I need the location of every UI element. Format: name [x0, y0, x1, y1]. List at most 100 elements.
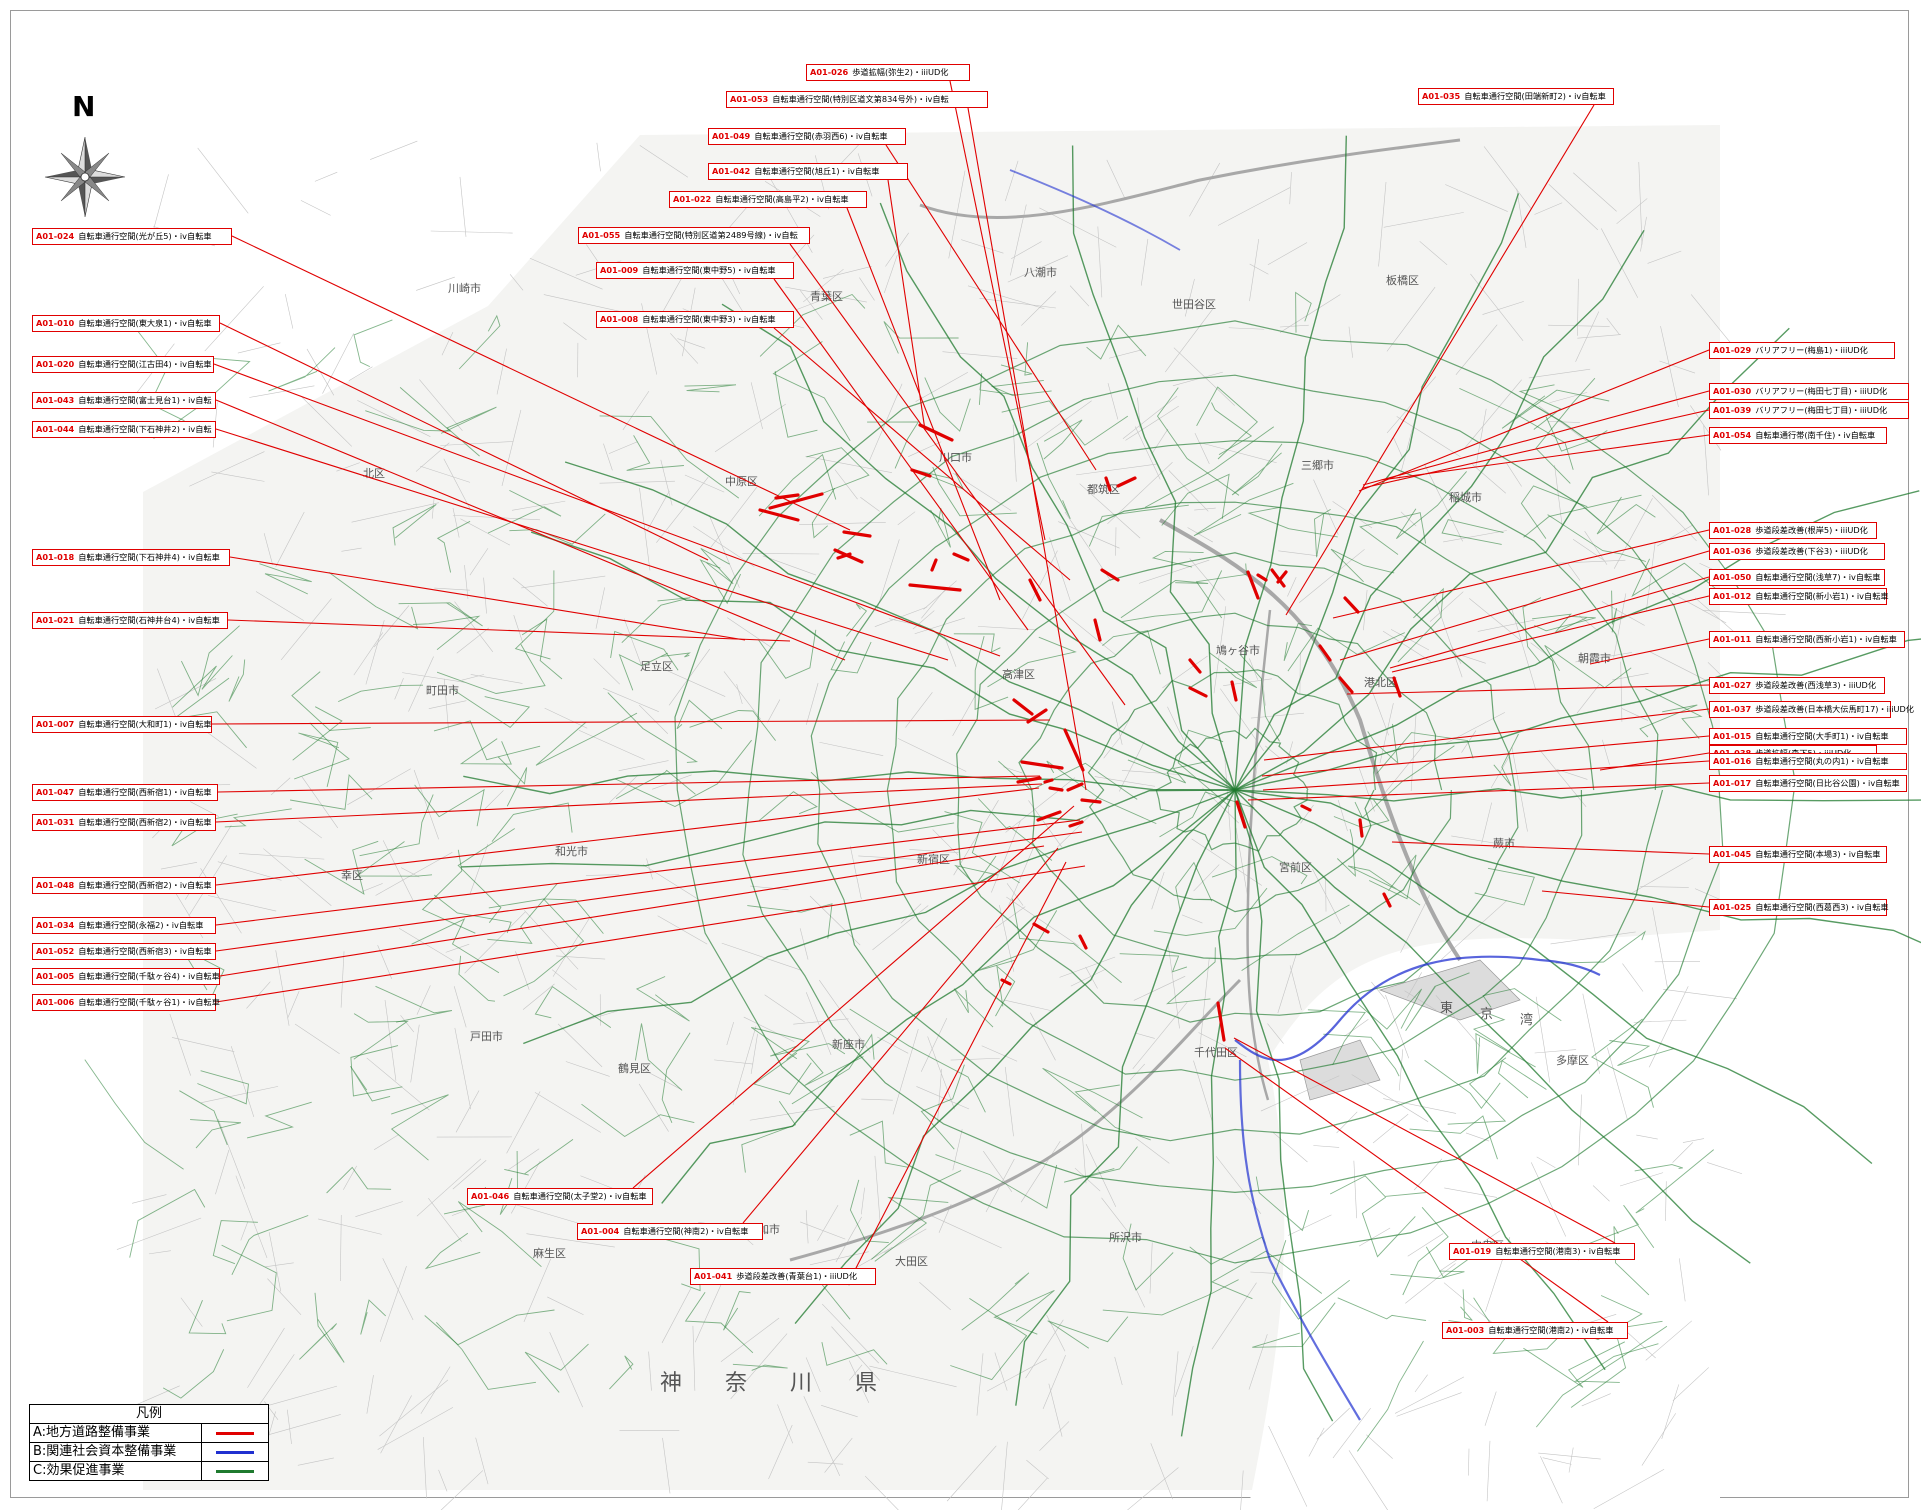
minor-street — [640, 1067, 681, 1090]
local-road — [1482, 988, 1562, 1022]
legend-symbol-b — [202, 1443, 268, 1461]
minor-street — [750, 885, 789, 891]
project-label-code: A01-017 — [1713, 778, 1752, 788]
local-road — [1402, 1207, 1449, 1296]
project-segment — [1270, 568, 1286, 588]
minor-street — [169, 1013, 191, 1076]
minor-street — [1538, 1452, 1601, 1460]
local-road — [359, 794, 434, 857]
minor-street — [1444, 1187, 1498, 1198]
local-road — [1523, 1341, 1626, 1388]
minor-street — [1140, 238, 1149, 286]
minor-street — [618, 760, 669, 772]
leader-line — [1247, 782, 1710, 801]
minor-street — [1217, 187, 1291, 226]
minor-street — [1535, 996, 1551, 1083]
minor-street — [1593, 1468, 1665, 1509]
project-segment — [952, 552, 970, 562]
minor-street — [608, 441, 638, 454]
minor-street — [211, 471, 265, 482]
project-label-code: A01-026 — [810, 67, 849, 77]
ring-road — [1155, 727, 1309, 852]
place-name: 所沢市 — [1109, 1230, 1142, 1244]
minor-street — [646, 490, 670, 532]
minor-street — [557, 1023, 603, 1068]
legend-label-c: C:効果促進事業 — [30, 1462, 202, 1480]
minor-street — [1647, 250, 1682, 264]
leader-line — [215, 819, 1081, 926]
project-label-code: A01-054 — [1713, 430, 1752, 440]
project-segment — [918, 423, 954, 442]
minor-street — [897, 511, 916, 526]
local-road — [1287, 627, 1405, 672]
project-segment — [1216, 1001, 1226, 1042]
minor-street — [1449, 643, 1462, 664]
local-road — [1166, 947, 1216, 1005]
local-road — [436, 644, 546, 694]
local-road — [944, 811, 1020, 884]
local-road — [995, 965, 1016, 1017]
local-road — [458, 314, 501, 370]
minor-street — [1353, 1160, 1357, 1219]
local-road — [487, 489, 562, 534]
project-segment — [1116, 476, 1137, 488]
place-name: 足立区 — [640, 659, 673, 673]
minor-street — [1469, 598, 1524, 643]
trunk-road — [1234, 638, 1921, 791]
local-road — [1088, 504, 1189, 547]
local-road — [1295, 291, 1312, 333]
project-label-text: 自転車通行空間(日比谷公園)・iv自転車 — [1755, 778, 1900, 788]
local-road — [914, 469, 965, 491]
minor-street — [1012, 424, 1017, 482]
local-road — [1208, 652, 1258, 689]
local-road — [291, 671, 371, 731]
local-road — [772, 341, 851, 442]
trunk-road — [1234, 327, 1790, 791]
local-road — [436, 520, 471, 573]
minor-street — [1581, 1393, 1611, 1407]
project-label-text: 自転車通行空間(赤羽西6)・iv自転車 — [754, 131, 888, 141]
project-label-code: A01-052 — [36, 946, 75, 956]
local-road — [1122, 1223, 1174, 1291]
minor-street — [1289, 172, 1292, 205]
local-road — [1252, 1302, 1336, 1348]
local-road — [1161, 473, 1230, 526]
local-road — [1555, 930, 1646, 964]
local-road — [487, 883, 558, 944]
minor-street — [469, 548, 489, 576]
minor-street — [1396, 1392, 1462, 1417]
local-road — [1247, 506, 1338, 538]
minor-street — [1118, 741, 1145, 792]
compass-rose-icon — [44, 136, 126, 218]
local-road — [457, 828, 515, 923]
local-road — [246, 1101, 312, 1139]
minor-street — [1641, 1413, 1676, 1466]
project-label-text: 自転車通行空間(新小岩1)・iv自転車 — [1755, 591, 1889, 601]
project-label-code: A01-047 — [36, 787, 75, 797]
minor-street — [1046, 1314, 1066, 1352]
leader-line — [1358, 349, 1710, 492]
minor-street — [380, 1395, 412, 1454]
local-road — [874, 1196, 949, 1262]
local-road — [752, 1052, 812, 1095]
leader-line — [773, 327, 1071, 581]
local-road — [433, 894, 512, 934]
minor-street — [994, 1352, 1008, 1391]
minor-street — [215, 1149, 230, 1195]
minor-street — [1193, 864, 1220, 892]
minor-street — [809, 895, 861, 946]
minor-street — [1058, 521, 1120, 549]
minor-street — [916, 1086, 970, 1110]
minor-street — [357, 400, 431, 437]
project-label-code: A01-004 — [581, 1226, 620, 1236]
local-road — [1195, 563, 1247, 619]
minor-street — [885, 232, 909, 267]
leader-line — [1589, 638, 1710, 665]
minor-street — [1484, 1391, 1497, 1426]
minor-street — [602, 687, 659, 712]
project-segment — [1230, 680, 1238, 702]
minor-street — [1505, 462, 1522, 487]
minor-street — [1021, 550, 1058, 620]
minor-street — [1607, 1047, 1628, 1120]
